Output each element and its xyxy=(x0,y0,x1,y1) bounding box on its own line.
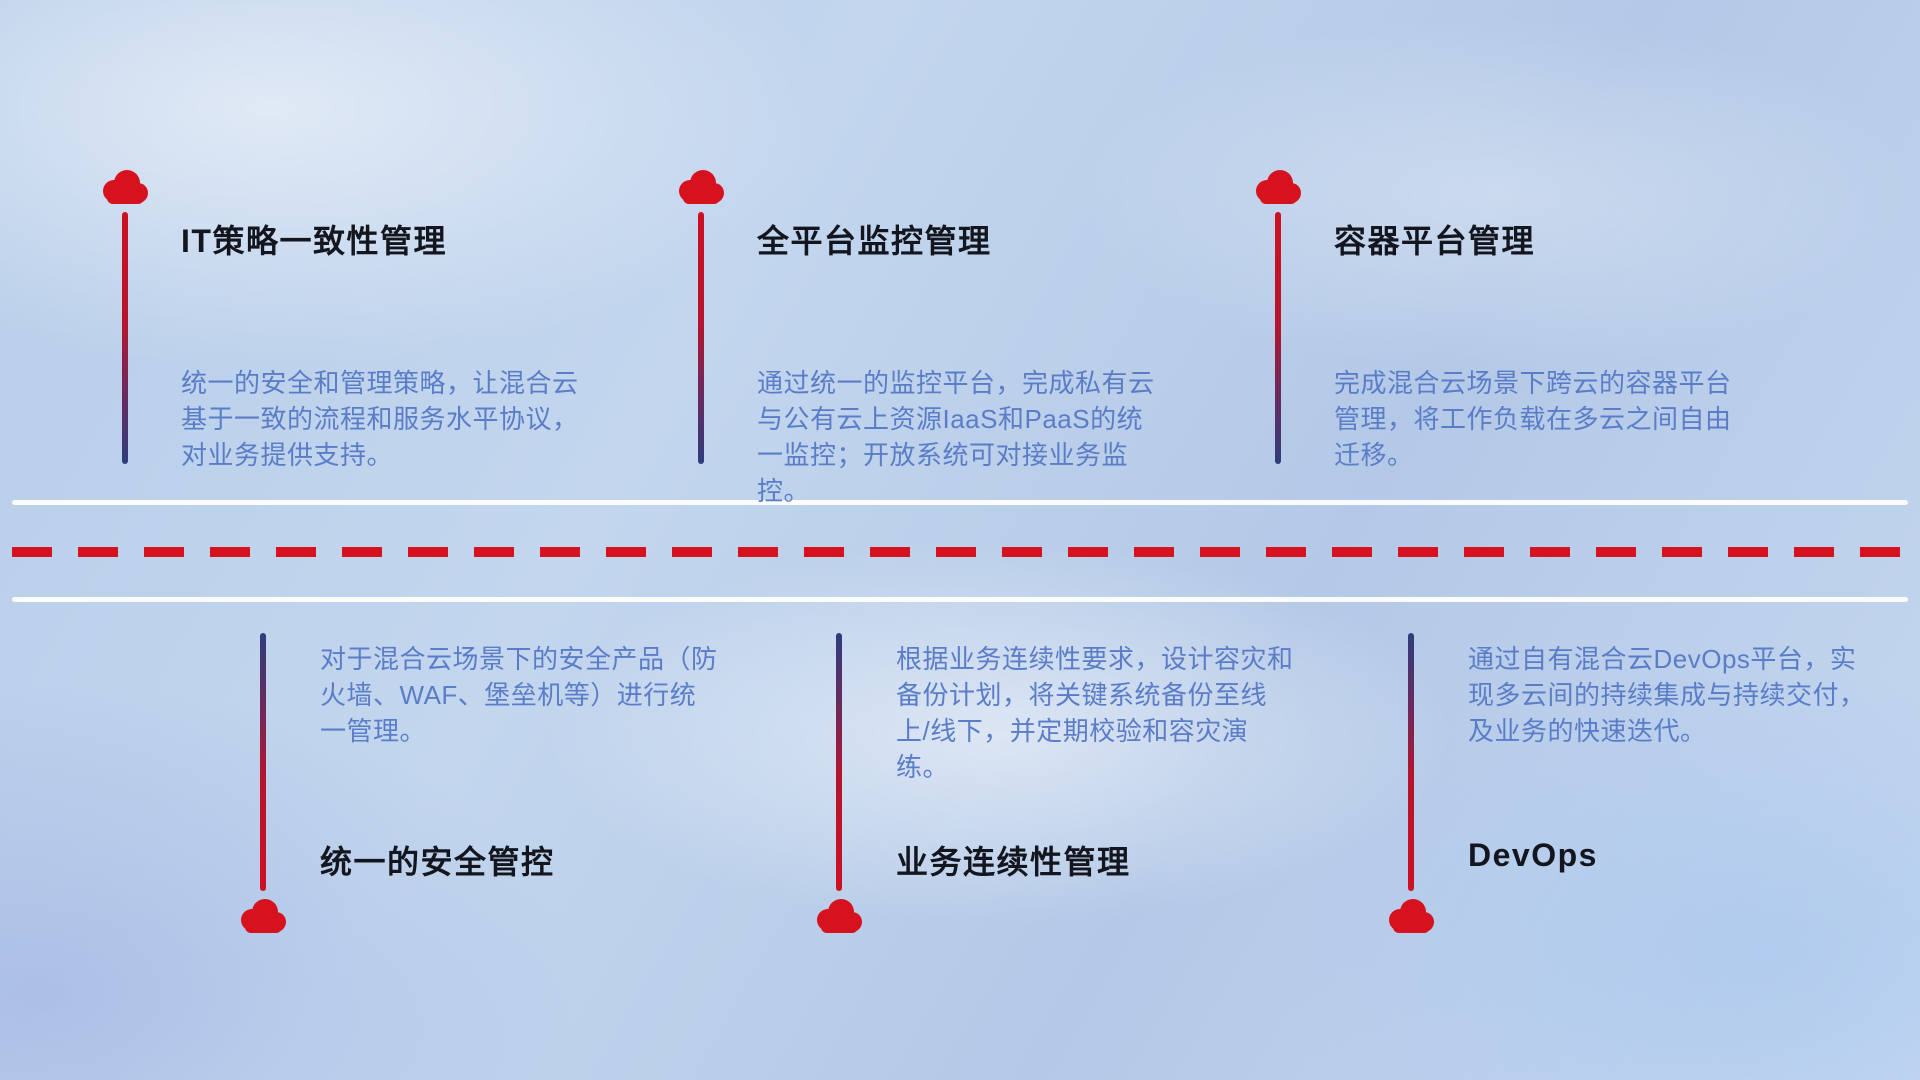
timeline-stem xyxy=(122,212,128,464)
divider-bottom-line xyxy=(12,597,1908,602)
feature-description: 通过统一的监控平台，完成私有云与公有云上资源IaaS和PaaS的统一监控；开放系… xyxy=(757,368,1155,506)
cloud-icon xyxy=(673,168,729,206)
divider-dashed-line xyxy=(12,547,1908,557)
feature-title: DevOps xyxy=(1468,837,1598,873)
cloud-icon xyxy=(811,897,867,935)
cloud-icon xyxy=(97,168,153,206)
feature-description: 统一的安全和管理策略，让混合云基于一致的流程和服务水平协议，对业务提供支持。 xyxy=(181,368,579,470)
feature-title: IT策略一致性管理 xyxy=(181,223,447,259)
feature-title: 业务连续性管理 xyxy=(896,844,1131,880)
divider-top-line xyxy=(12,500,1908,505)
feature-title: 全平台监控管理 xyxy=(757,223,992,259)
timeline-stem xyxy=(260,633,266,891)
feature-title: 容器平台管理 xyxy=(1334,223,1536,259)
feature-title: 统一的安全管控 xyxy=(320,844,555,880)
cloud-icon xyxy=(235,897,291,935)
feature-description: 对于混合云场景下的安全产品（防火墙、WAF、堡垒机等）进行统一管理。 xyxy=(320,644,718,746)
timeline-stem xyxy=(698,212,704,464)
feature-description: 通过自有混合云DevOps平台，实现多云间的持续集成与持续交付，及业务的快速迭代… xyxy=(1468,644,1866,746)
feature-description: 完成混合云场景下跨云的容器平台管理，将工作负载在多云之间自由迁移。 xyxy=(1334,368,1732,470)
cloud-icon xyxy=(1383,897,1439,935)
feature-description: 根据业务连续性要求，设计容灾和备份计划，将关键系统备份至线上/线下，并定期校验和… xyxy=(896,644,1294,782)
cloud-icon xyxy=(1250,168,1306,206)
timeline-stem xyxy=(836,633,842,891)
timeline-stem xyxy=(1408,633,1414,891)
timeline-stem xyxy=(1275,212,1281,464)
